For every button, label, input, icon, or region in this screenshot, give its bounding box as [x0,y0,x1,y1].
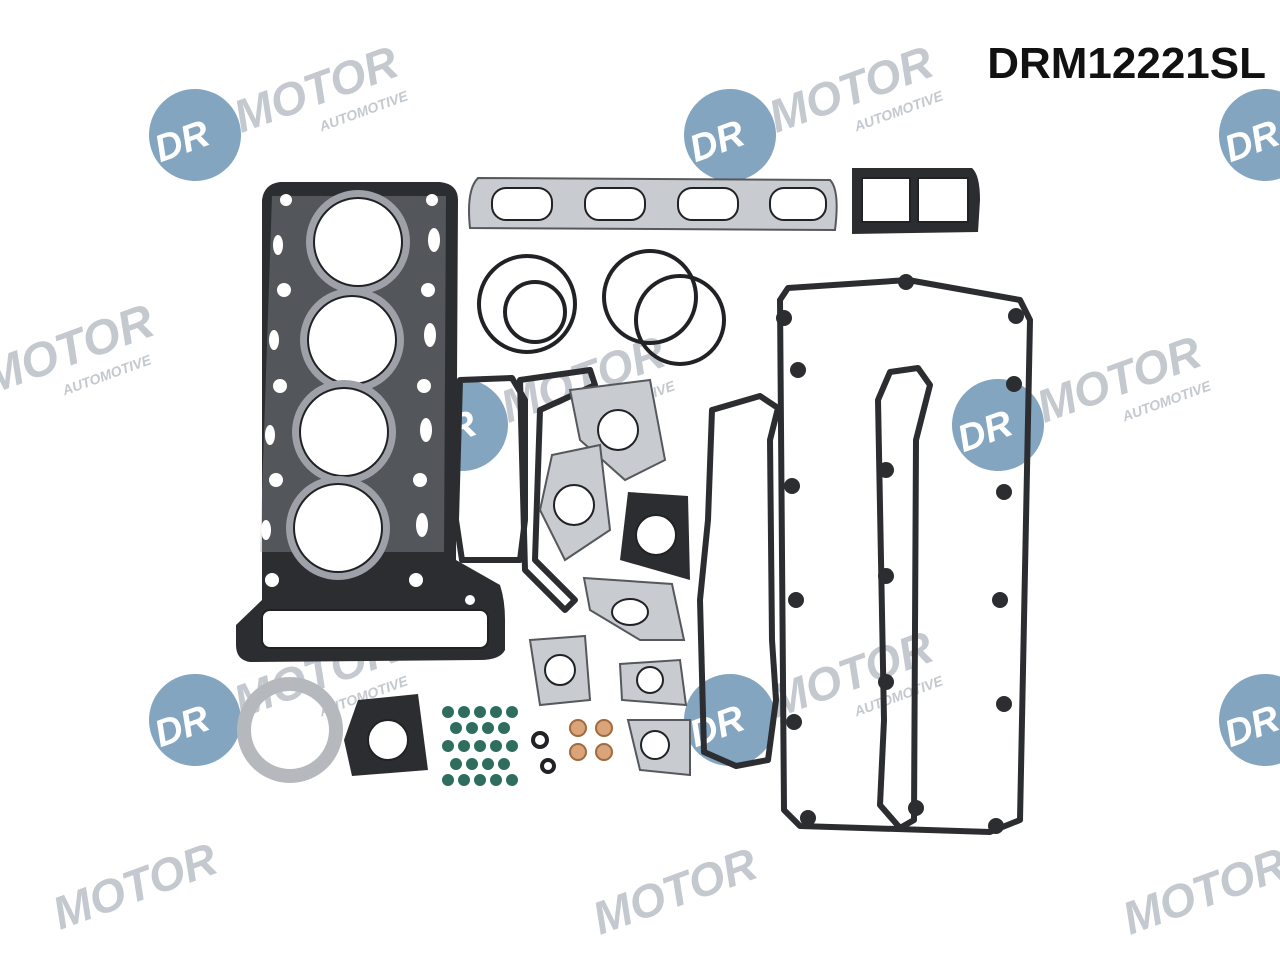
head-gasket-icon [236,182,505,662]
brand-watermark: DR [1219,89,1280,181]
brand-watermark: MOTOR [1116,837,1280,944]
watermark-logo-icon [1219,674,1280,766]
watermark-brand-name: MOTOR [586,837,764,944]
brand-watermark: DR MOTOR AUTOMOTIVE [952,325,1214,471]
watermark-brand-name: MOTOR [1116,837,1280,944]
part-number: DRM12221SL [987,39,1266,88]
turbo-gasket-icon [344,694,428,776]
watermark-brand-name: MOTOR [762,35,940,142]
watermark-logo-icon [684,89,776,181]
watermark-brand-name: MOTOR [46,832,224,939]
valve-cover-gasket-icon [776,274,1033,835]
brand-watermark: MOTOR AUTOMOTIVE [0,295,161,406]
watermark-logo-icon [1219,89,1280,181]
watermark-logo-icon [952,379,1044,471]
watermark-logo-icon [149,674,241,766]
watermark-layer: DR MOTOR AUTOMOTIVE DR MOTOR AUTOMOTIVE … [0,35,1280,944]
copper-washer-icon [569,719,613,761]
o-ring-icon [531,731,556,774]
o-ring-icon [477,249,726,366]
brand-watermark: DR MOTOR AUTOMOTIVE [149,35,411,181]
brand-watermark: MOTOR [586,837,764,944]
watermark-logo-icon [149,89,241,181]
valve-stem-seal-icon [442,706,518,786]
egr-gasket-icon [852,168,980,234]
flange-gasket-icon [528,378,691,777]
crank-seal-icon [237,677,343,783]
watermark-brand-name: MOTOR [1030,325,1208,432]
timing-cover-gasket-icon [453,367,598,613]
intake-gasket-icon [697,393,781,769]
manifold-gasket-icon [468,176,838,232]
brand-watermark: DR [1219,674,1280,766]
watermark-brand-name: MOTOR [227,35,405,142]
watermark-logo-icon [684,674,776,766]
brand-watermark: MOTOR [46,832,224,939]
brand-watermark: DR MOTOR AUTOMOTIVE [684,35,946,181]
